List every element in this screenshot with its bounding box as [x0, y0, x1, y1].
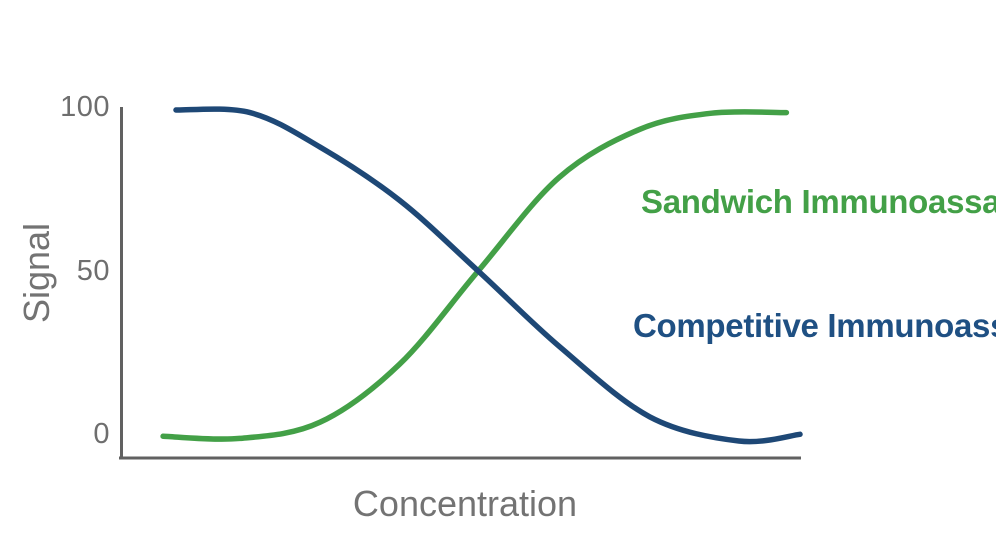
y-tick-0: 0 — [93, 418, 110, 450]
y-axis-title: Signal — [16, 222, 57, 324]
y-tick-50: 50 — [76, 255, 110, 287]
x-axis-title: Concentration — [352, 483, 578, 524]
curve-competitive — [173, 106, 803, 445]
curve-sandwich — [160, 109, 790, 442]
series-label-competitive: Competitive Immunoassay — [633, 307, 996, 344]
curves-group — [160, 106, 803, 445]
series-label-sandwich: Sandwich Immunoassay — [641, 183, 996, 220]
y-tick-100: 100 — [60, 91, 110, 123]
